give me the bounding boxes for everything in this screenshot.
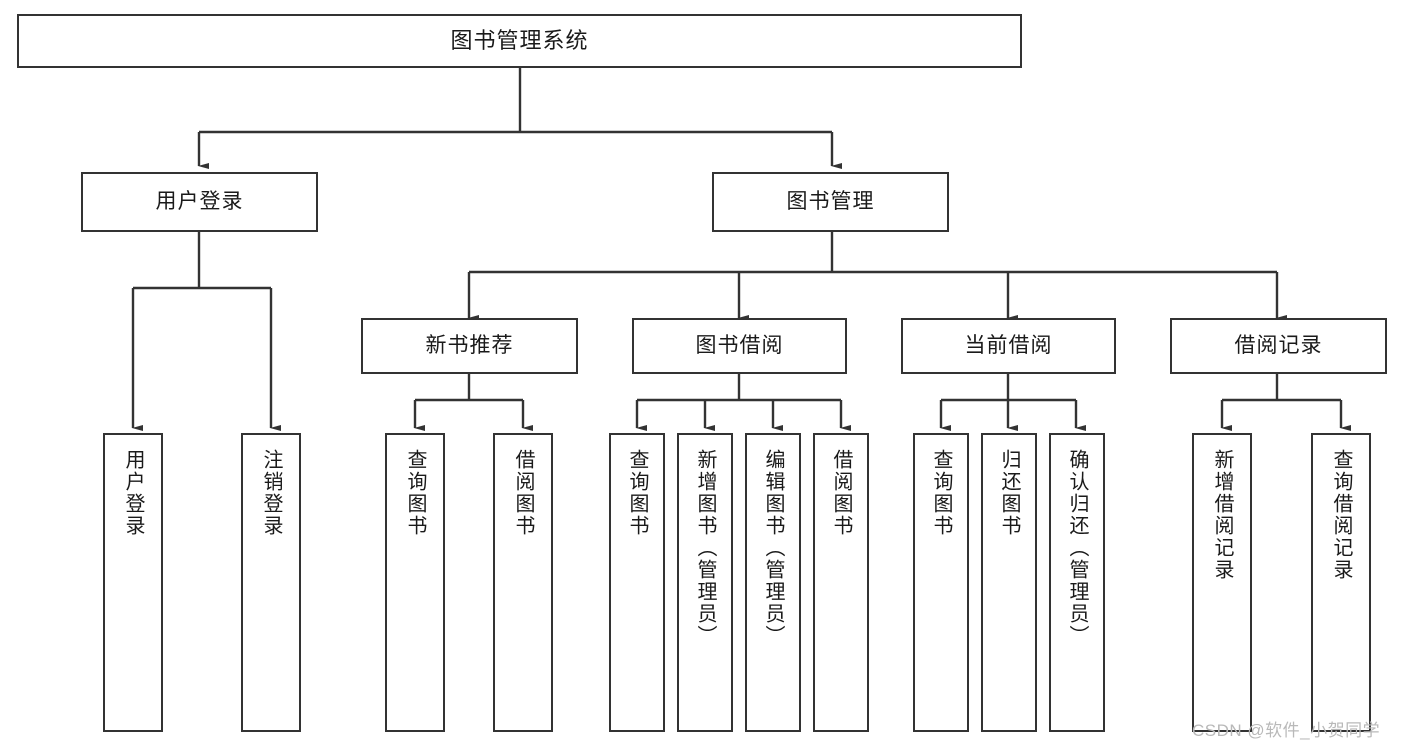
node-user-login[interactable]: 用户登录 — [81, 172, 318, 232]
leaf-add-book-admin-label: 新增图书（管理员） — [694, 449, 716, 647]
node-new-book-recommend-label: 新书推荐 — [425, 334, 514, 358]
node-current-borrow-label: 当前借阅 — [964, 334, 1053, 358]
leaf-borrow-book[interactable]: 借阅图书 — [813, 433, 869, 732]
leaf-query-book-newbook-label: 查询图书 — [404, 449, 426, 537]
leaf-edit-book-admin[interactable]: 编辑图书（管理员） — [745, 433, 801, 732]
node-new-book-recommend[interactable]: 新书推荐 — [361, 318, 578, 374]
leaf-return-book[interactable]: 归还图书 — [981, 433, 1037, 732]
node-book-borrow-label: 图书借阅 — [695, 334, 784, 358]
leaf-add-book-admin[interactable]: 新增图书（管理员） — [677, 433, 733, 732]
leaf-edit-book-admin-label: 编辑图书（管理员） — [762, 449, 784, 647]
node-root[interactable]: 图书管理系统 — [17, 14, 1022, 68]
node-borrow-record[interactable]: 借阅记录 — [1170, 318, 1387, 374]
leaf-borrow-book-label: 借阅图书 — [830, 449, 852, 537]
leaf-query-book-borrow-label: 查询图书 — [626, 449, 648, 537]
leaf-confirm-return-admin[interactable]: 确认归还（管理员） — [1049, 433, 1105, 732]
node-book-borrow[interactable]: 图书借阅 — [632, 318, 847, 374]
leaf-query-book-current-label: 查询图书 — [930, 449, 952, 537]
leaf-query-book-current[interactable]: 查询图书 — [913, 433, 969, 732]
node-root-label: 图书管理系统 — [450, 27, 589, 53]
node-book-management-label: 图书管理 — [786, 190, 875, 214]
leaf-query-borrow-record[interactable]: 查询借阅记录 — [1311, 433, 1371, 732]
leaf-logout[interactable]: 注销登录 — [241, 433, 301, 732]
leaf-query-borrow-record-label: 查询借阅记录 — [1330, 449, 1352, 581]
leaf-confirm-return-admin-label: 确认归还（管理员） — [1066, 449, 1088, 647]
node-current-borrow[interactable]: 当前借阅 — [901, 318, 1116, 374]
leaf-query-book-borrow[interactable]: 查询图书 — [609, 433, 665, 732]
leaf-add-borrow-record[interactable]: 新增借阅记录 — [1192, 433, 1252, 732]
leaf-borrow-book-newbook[interactable]: 借阅图书 — [493, 433, 553, 732]
node-book-management[interactable]: 图书管理 — [712, 172, 949, 232]
leaf-user-login[interactable]: 用户登录 — [103, 433, 163, 732]
leaf-query-book-newbook[interactable]: 查询图书 — [385, 433, 445, 732]
leaf-borrow-book-newbook-label: 借阅图书 — [512, 449, 534, 537]
leaf-logout-label: 注销登录 — [260, 449, 282, 537]
leaf-user-login-label: 用户登录 — [122, 449, 144, 537]
leaf-return-book-label: 归还图书 — [998, 449, 1020, 537]
node-borrow-record-label: 借阅记录 — [1234, 334, 1323, 358]
node-user-login-label: 用户登录 — [155, 190, 244, 214]
leaf-add-borrow-record-label: 新增借阅记录 — [1211, 449, 1233, 581]
